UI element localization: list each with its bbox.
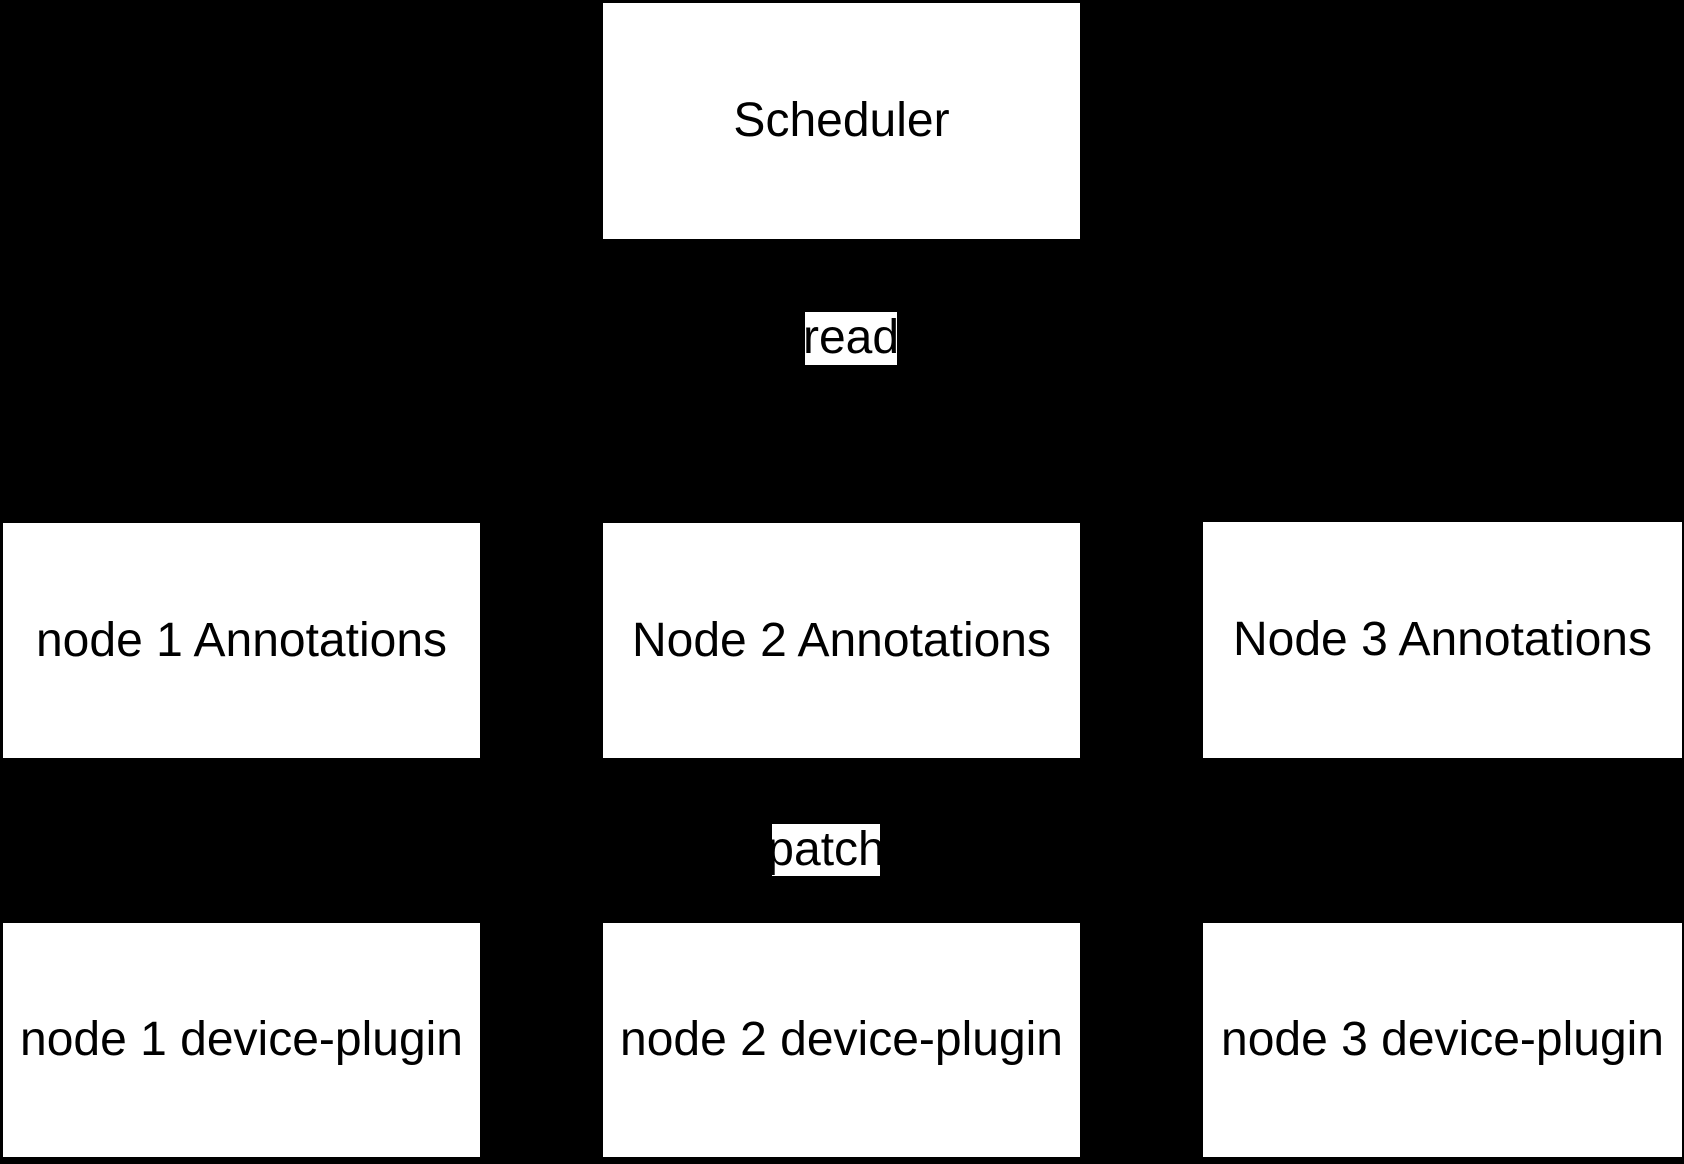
patch-edge-label-text: patch — [767, 822, 885, 876]
node-2-device-plugin-label: node 2 device-plugin — [620, 1013, 1063, 1067]
scheduler-node: Scheduler — [603, 3, 1080, 239]
read-edge-label: read — [802, 311, 900, 365]
node-1-annotations-box: node 1 Annotations — [3, 523, 480, 758]
node-3-annotations-label: Node 3 Annotations — [1233, 613, 1652, 667]
scheduler-label: Scheduler — [733, 94, 950, 148]
node-3-annotations-box: Node 3 Annotations — [1203, 522, 1682, 758]
patch-edge-label: patch — [767, 823, 885, 876]
node-1-annotations-label: node 1 Annotations — [35, 613, 448, 667]
node-1-device-plugin-box: node 1 device-plugin — [3, 923, 480, 1157]
read-edge-label-text: read — [802, 311, 900, 365]
node-1-device-plugin-label: node 1 device-plugin — [20, 1013, 463, 1067]
node-2-device-plugin-box: node 2 device-plugin — [603, 923, 1080, 1157]
node-2-annotations-label: Node 2 Annotations — [632, 613, 1051, 667]
node-2-annotations-box: Node 2 Annotations — [603, 523, 1080, 758]
node-3-device-plugin-label: node 3 device-plugin — [1221, 1013, 1664, 1067]
node-3-device-plugin-box: node 3 device-plugin — [1203, 923, 1682, 1157]
